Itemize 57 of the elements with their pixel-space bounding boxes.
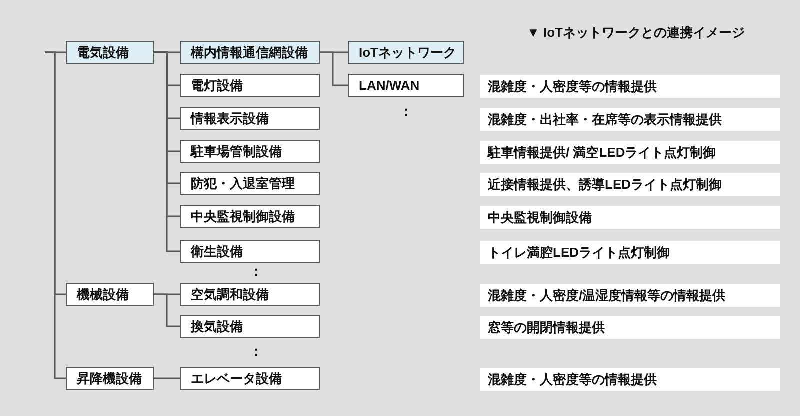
equipment-name: LAN/WAN: [359, 78, 420, 93]
connector-line: [320, 52, 348, 86]
connector-line: [154, 378, 180, 380]
equipment-box: [180, 315, 320, 338]
equipment-name: 換気設備: [191, 318, 243, 336]
description-text: 窓等の開閉情報提供: [488, 318, 605, 336]
equipment-box: [180, 140, 320, 163]
equipment-box: [180, 107, 320, 130]
description-panel: [480, 284, 780, 307]
equipment-box: [180, 367, 320, 390]
description-panel: [480, 75, 780, 98]
description-text: 混雑度・出社率・在席等の表示情報提供: [488, 110, 722, 128]
description-text: トイレ満腔LEDライト点灯制御: [488, 244, 670, 262]
description-text: 近接情報提供、誘導LEDライト点灯制御: [488, 176, 722, 194]
equipment-name: 空気調和設備: [191, 286, 269, 304]
description-text: 中央監視制御設備: [488, 208, 592, 226]
description-panel: [480, 108, 780, 131]
equipment-name: 構内情報通信網設備: [191, 44, 308, 62]
equipment-name: エレベータ設備: [191, 370, 282, 388]
connector-line: [154, 52, 180, 252]
description-text: 混雑度・人密度等の情報提供: [488, 370, 657, 388]
equipment-name: IoTネットワーク: [359, 44, 456, 62]
description-text: 混雑度・人密度等の情報提供: [488, 78, 657, 96]
continuation-mark: :: [254, 344, 259, 358]
section-heading: ▼ IoTネットワークとの連携イメージ: [527, 24, 745, 42]
equipment-name: 電灯設備: [191, 76, 243, 94]
equipment-box: [180, 172, 320, 195]
description-panel: [480, 316, 780, 339]
equipment-box: [66, 283, 154, 306]
description-text: 混雑度・人密度/温湿度情報等の情報提供: [488, 286, 726, 304]
equipment-box: [66, 367, 154, 390]
equipment-box: [348, 74, 464, 97]
equipment-name: 防犯・入退室管理: [191, 174, 295, 192]
connector-line: [45, 52, 66, 380]
equipment-box: [180, 205, 320, 228]
equipment-box: [180, 74, 320, 97]
connector-line: [154, 294, 180, 328]
description-panel: [480, 206, 780, 229]
equipment-name: 電気設備: [77, 44, 129, 62]
equipment-box: [180, 240, 320, 263]
continuation-mark: :: [404, 104, 409, 118]
description-panel: [480, 241, 780, 264]
equipment-name: 中央監視制御設備: [191, 208, 295, 226]
equipment-name: 機械設備: [77, 286, 129, 304]
continuation-mark: :: [254, 264, 259, 278]
equipment-box: [180, 283, 320, 306]
description-panel: [480, 368, 780, 391]
highlighted-equipment-box: [66, 41, 154, 64]
equipment-name: 昇降機設備: [77, 370, 142, 388]
equipment-name: 衛生設備: [191, 242, 243, 260]
description-panel: [480, 173, 780, 196]
equipment-name: 駐車場管制設備: [191, 142, 282, 160]
description-panel: [480, 141, 780, 164]
highlighted-equipment-box: [348, 41, 464, 64]
description-text: 駐車情報提供/ 満空LEDライト点灯制御: [488, 144, 716, 162]
highlighted-equipment-box: [180, 41, 320, 64]
equipment-name: 情報表示設備: [191, 110, 269, 128]
